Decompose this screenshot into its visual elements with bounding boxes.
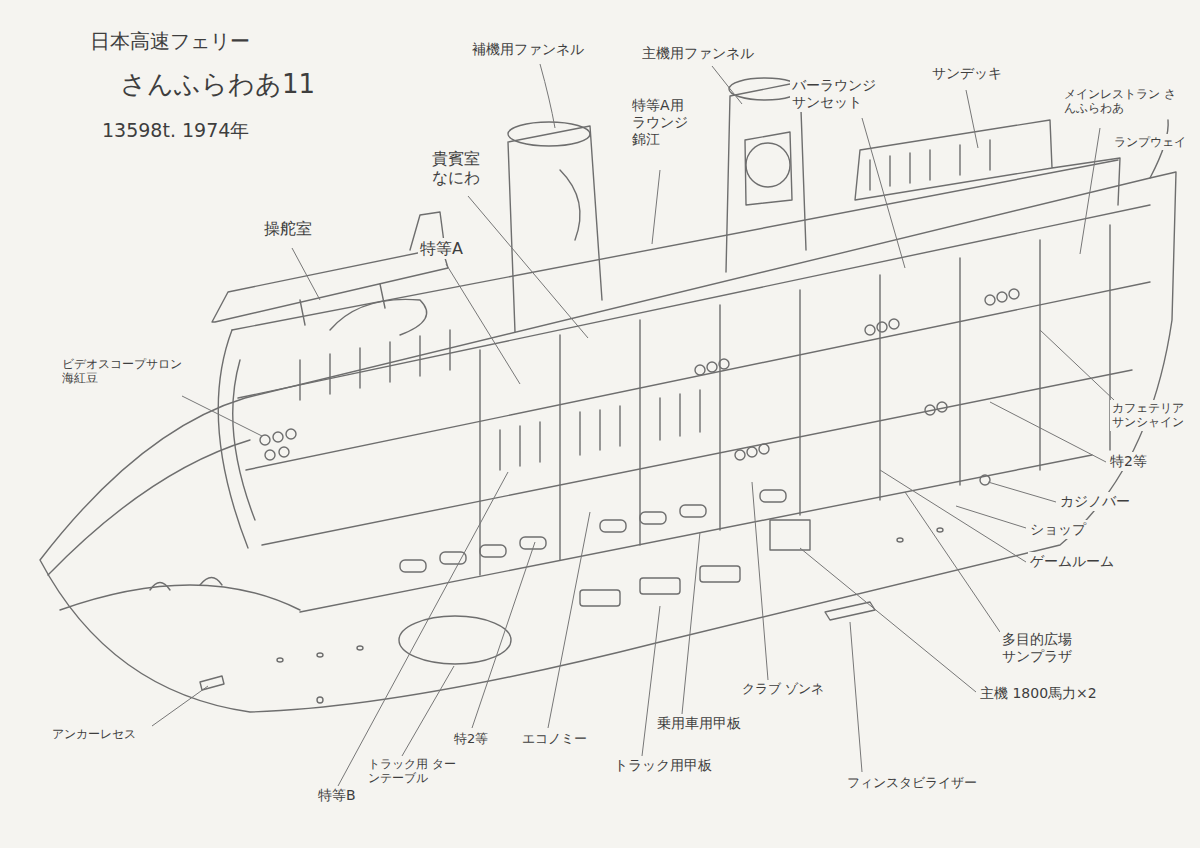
deck-line — [238, 205, 1150, 398]
railing — [870, 140, 990, 190]
funnel-emblem — [746, 143, 790, 187]
cabin-wall — [300, 330, 450, 400]
salon-front — [233, 360, 255, 520]
part-label: トラック用甲板 — [612, 756, 714, 775]
cabin-wall — [500, 390, 700, 470]
part-label: メインレストラン さんふらわあ — [1062, 86, 1180, 117]
part-label: サンデッキ — [930, 64, 1004, 83]
part-label: 特2等 — [452, 730, 490, 748]
part-label: ゲームルーム — [1028, 552, 1116, 571]
part-label: バーラウンジ サンセット — [790, 76, 890, 112]
part-label: ショップ — [1028, 520, 1088, 539]
part-label: カジノバー — [1058, 492, 1132, 511]
part-label: 特2等 — [1108, 452, 1149, 471]
funnel-band — [745, 132, 792, 205]
turntable — [399, 616, 511, 664]
ship-name: さんふらわあ11 — [118, 68, 317, 101]
funnel-top — [508, 122, 590, 146]
funnel-mark — [560, 170, 580, 240]
part-label: クラブ ゾンネ — [740, 680, 826, 698]
windlass — [150, 578, 222, 591]
main-engine — [770, 520, 810, 550]
part-label: ビデオスコープサロン 海紅豆 — [60, 356, 196, 387]
part-label: トラック用 ターンテーブル — [366, 756, 462, 787]
part-label: ランプウェイ — [1112, 134, 1188, 150]
deck-line — [262, 370, 1132, 545]
deck-line — [246, 282, 1150, 470]
hull — [40, 172, 1176, 712]
deck-line — [300, 455, 1092, 612]
superstructure-front — [218, 330, 248, 548]
leader-lines — [152, 64, 1114, 786]
sun-deck — [855, 120, 1120, 205]
forecastle — [60, 585, 300, 610]
part-label: 主機用ファンネル — [640, 44, 756, 63]
part-label: フィンスタビライザー — [845, 774, 979, 792]
bulkhead — [480, 225, 1110, 575]
bridge-dome — [330, 299, 427, 335]
vehicles — [400, 490, 786, 606]
part-label: 特等A — [418, 238, 465, 259]
part-label: 操舵室 — [262, 218, 314, 239]
part-label: 補機用ファンネル — [470, 40, 586, 59]
fin-stabilizer — [825, 602, 875, 620]
part-label: 特等B — [316, 786, 358, 805]
part-label: 特等A用 ラウンジ 錦江 — [630, 96, 698, 148]
anchor-recess — [200, 676, 224, 690]
deck-line — [232, 160, 1118, 330]
part-label: 多目的広場 サンプラザ — [1000, 630, 1088, 666]
bridge-wing — [300, 212, 445, 325]
title: 日本高速フェリー — [88, 28, 252, 54]
ship-data: 13598t. 1974年 — [100, 118, 251, 143]
seats — [260, 289, 1019, 485]
aux-funnel — [508, 126, 602, 332]
part-label: 貴賓室 なにわ — [430, 148, 490, 188]
bridge — [212, 248, 448, 322]
part-label: アンカーレセス — [50, 726, 138, 742]
bow-deck-edge — [48, 440, 250, 575]
portholes — [277, 528, 943, 703]
part-label: 乗用車用甲板 — [655, 714, 743, 733]
part-label: 主機 1800馬力×2 — [978, 684, 1099, 703]
part-label: エコノミー — [520, 730, 589, 748]
part-label: カフェテリア サンシャイン — [1110, 400, 1194, 431]
